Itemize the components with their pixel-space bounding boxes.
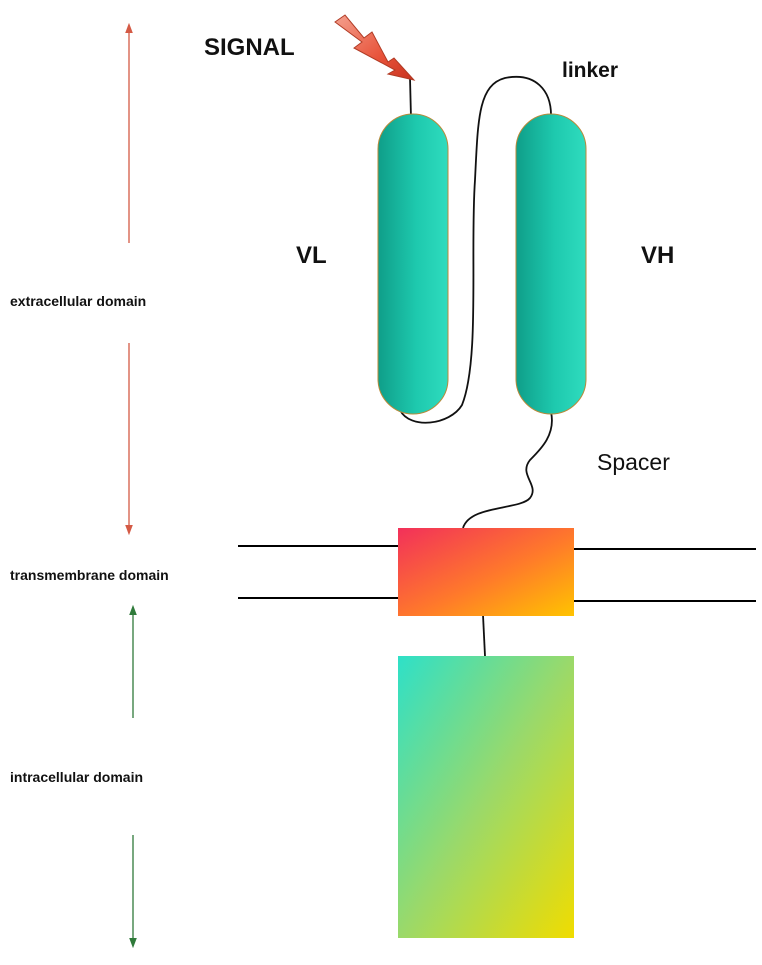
transmembrane-domain-label: transmembrane domain: [10, 567, 169, 583]
spacer-label: Spacer: [597, 449, 670, 475]
signal-strand: [409, 77, 412, 119]
linker-label: linker: [562, 59, 618, 82]
intracellular-domain-block: [398, 656, 574, 938]
extracellular-domain-label: extracellular domain: [10, 293, 146, 309]
intracellular-domain-label: intracellular domain: [10, 769, 143, 785]
transmembrane-domain-block: [398, 528, 574, 616]
signal-label: SIGNAL: [204, 34, 295, 61]
vl-domain: [377, 113, 449, 415]
cytoplasmic-linker: [482, 614, 486, 657]
vh-domain: [515, 113, 587, 415]
vl-label: VL: [296, 242, 327, 269]
signal-bolt-icon: [334, 14, 416, 81]
vh-label: VH: [641, 242, 674, 269]
spacer-strand: [462, 411, 553, 529]
linker-strand: [399, 76, 552, 424]
